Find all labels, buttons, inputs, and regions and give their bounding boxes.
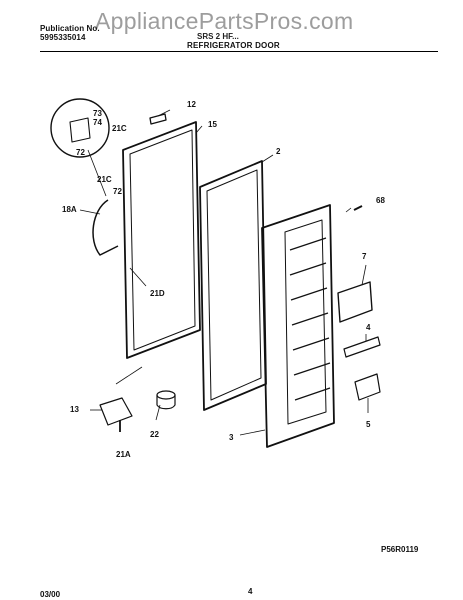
- label-72: 72: [113, 187, 122, 196]
- part-4-bar: [343, 336, 381, 358]
- label-21d: 21D: [150, 289, 165, 298]
- publication-label: Publication No.: [40, 24, 100, 33]
- part-3-door: [261, 204, 335, 448]
- label-15: 15: [208, 120, 217, 129]
- part-7-dairy-door: [337, 281, 373, 323]
- label-12: 12: [187, 100, 196, 109]
- page-number: 4: [248, 587, 253, 596]
- part-5-bin: [354, 373, 381, 401]
- label-2: 2: [276, 147, 281, 156]
- model-number: SRS 2 HF...: [197, 32, 239, 41]
- section-title: REFRIGERATOR DOOR: [187, 41, 280, 50]
- watermark: AppliancePartsPros.com: [95, 8, 354, 34]
- label-22: 22: [150, 430, 159, 439]
- label-21c: 21C: [97, 175, 112, 184]
- detail-inset: [50, 98, 110, 158]
- part-18a-handle: [92, 199, 119, 256]
- label-3: 3: [229, 433, 234, 442]
- label-7: 7: [362, 252, 367, 261]
- label-73: 73: [93, 109, 102, 118]
- label-5: 5: [366, 420, 371, 429]
- header-divider: [40, 51, 438, 52]
- part-22-bushing: [156, 390, 176, 400]
- label-74: 74: [93, 118, 102, 127]
- door-shelves: [289, 237, 331, 401]
- label-21c-top: 21C: [112, 124, 127, 133]
- publication-number: 5995335014: [40, 33, 86, 42]
- part-13-hinge: [99, 397, 133, 426]
- part-12-plate: [149, 113, 167, 125]
- part-2-liner: [199, 160, 267, 411]
- label-21a: 21A: [116, 450, 131, 459]
- part-68-screw: [353, 205, 363, 211]
- label-13: 13: [70, 405, 79, 414]
- label-4: 4: [366, 323, 371, 332]
- diagram-code: P56R0119: [381, 545, 419, 554]
- label-72-top: 72: [76, 148, 85, 157]
- footer-date: 03/00: [40, 590, 61, 599]
- label-68: 68: [376, 196, 385, 205]
- part-15-gasket: [122, 121, 201, 359]
- label-18a: 18A: [62, 205, 77, 214]
